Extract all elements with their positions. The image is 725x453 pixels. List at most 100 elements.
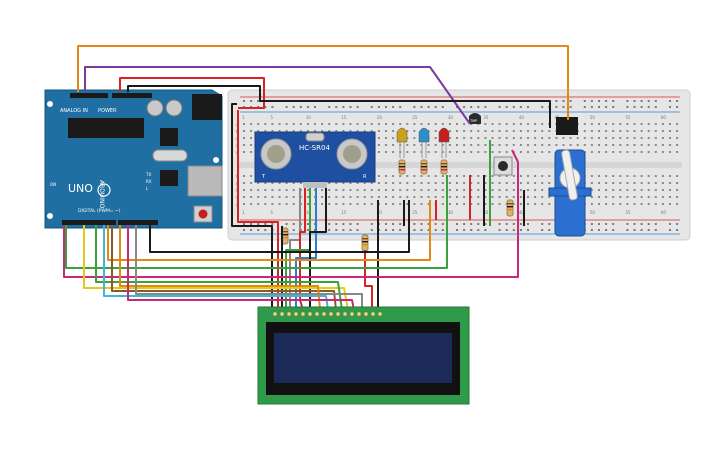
breadboard-hole bbox=[349, 123, 352, 125]
breadboard-hole bbox=[583, 137, 586, 139]
resistor-band bbox=[441, 166, 447, 168]
breadboard-hole bbox=[250, 182, 253, 184]
rail-hole bbox=[569, 100, 572, 102]
rail-hole bbox=[541, 106, 544, 108]
breadboard-hole bbox=[306, 189, 309, 191]
breadboard-hole bbox=[406, 175, 409, 177]
column-number: 60 bbox=[661, 210, 667, 215]
rail-hole bbox=[654, 223, 657, 225]
rail-hole bbox=[370, 106, 373, 108]
breadboard-hole bbox=[264, 189, 267, 191]
resistor-band bbox=[421, 166, 427, 168]
breadboard-hole bbox=[676, 189, 679, 191]
rail-hole bbox=[257, 100, 260, 102]
breadboard-hole bbox=[349, 203, 352, 205]
breadboard-hole bbox=[434, 144, 437, 146]
push-button-cap[interactable] bbox=[498, 161, 508, 171]
rail-hole bbox=[519, 229, 522, 231]
breadboard-hole bbox=[598, 123, 600, 125]
breadboard-hole bbox=[328, 196, 331, 198]
lcd-pin bbox=[356, 311, 362, 317]
arduino-model: UNO bbox=[68, 182, 93, 195]
breadboard-hole bbox=[321, 123, 324, 125]
rail-hole bbox=[420, 106, 423, 108]
breadboard-hole bbox=[512, 196, 515, 198]
breadboard-hole bbox=[498, 151, 501, 153]
breadboard-hole bbox=[434, 151, 437, 153]
breadboard-hole bbox=[484, 203, 487, 205]
wire-magenta bbox=[63, 149, 519, 278]
breadboard-hole bbox=[669, 203, 671, 205]
breadboard-hole bbox=[647, 175, 650, 177]
breadboard-hole bbox=[349, 189, 352, 191]
breadboard-hole bbox=[370, 196, 373, 198]
sensor-mesh-right bbox=[343, 145, 361, 163]
wire-orange bbox=[107, 200, 431, 261]
rail-hole bbox=[654, 100, 657, 102]
breadboard-hole bbox=[370, 130, 373, 132]
rail-hole bbox=[640, 106, 643, 108]
breadboard-hole bbox=[463, 189, 466, 191]
breadboard-hole bbox=[598, 203, 600, 205]
breadboard-hole bbox=[590, 137, 593, 139]
breadboard-hole bbox=[349, 196, 352, 198]
breadboard-hole bbox=[470, 144, 473, 146]
wire-black bbox=[127, 85, 551, 128]
rail-hole bbox=[292, 223, 295, 225]
push-button[interactable] bbox=[493, 156, 513, 176]
breadboard-hole bbox=[292, 182, 295, 184]
breadboard-hole bbox=[456, 203, 458, 205]
breadboard-hole bbox=[605, 196, 608, 198]
breadboard-hole bbox=[250, 130, 253, 132]
breadboard-hole bbox=[534, 196, 537, 198]
led bbox=[438, 127, 450, 143]
breadboard-hole bbox=[434, 189, 437, 191]
breadboard-hole bbox=[477, 151, 480, 153]
rail-hole bbox=[356, 229, 359, 231]
breadboard-hole bbox=[626, 137, 629, 139]
breadboard-hole bbox=[676, 203, 679, 205]
rail-hole bbox=[243, 100, 245, 102]
resistor-band bbox=[282, 231, 288, 233]
breadboard-hole bbox=[562, 137, 565, 139]
rail-hole bbox=[676, 229, 679, 231]
wire-green bbox=[95, 225, 343, 311]
breadboard-hole bbox=[598, 137, 600, 139]
rail-hole bbox=[583, 106, 586, 108]
breadboard-hole bbox=[498, 196, 501, 198]
breadboard-hole bbox=[640, 203, 643, 205]
breadboard-hole bbox=[448, 196, 451, 198]
breadboard-hole bbox=[257, 123, 260, 125]
breadboard-hole bbox=[534, 182, 537, 184]
breadboard-hole bbox=[541, 189, 544, 191]
breadboard-hole bbox=[484, 137, 487, 139]
rail-hole bbox=[456, 229, 458, 231]
digital-header-2 bbox=[118, 220, 158, 225]
digital-header-1 bbox=[62, 220, 116, 225]
breadboard-hole bbox=[456, 137, 458, 139]
breadboard-hole bbox=[257, 196, 260, 198]
breadboard-hole bbox=[243, 151, 245, 153]
breadboard-hole bbox=[470, 196, 473, 198]
rail-hole bbox=[562, 106, 565, 108]
breadboard-hole bbox=[257, 130, 260, 132]
lcd-pin bbox=[286, 311, 292, 317]
breadboard-hole bbox=[392, 144, 395, 146]
breadboard-hole bbox=[647, 144, 650, 146]
rail-hole bbox=[626, 223, 629, 225]
breadboard-hole bbox=[427, 196, 430, 198]
rail-hole bbox=[370, 223, 373, 225]
column-number: 10 bbox=[306, 210, 312, 215]
led bbox=[396, 127, 408, 143]
rail-hole bbox=[498, 106, 501, 108]
breadboard-hole bbox=[505, 151, 508, 153]
breadboard-hole bbox=[243, 144, 245, 146]
breadboard-hole bbox=[541, 182, 544, 184]
rail-hole bbox=[669, 106, 671, 108]
breadboard-hole bbox=[605, 144, 608, 146]
breadboard-hole bbox=[250, 123, 253, 125]
breadboard-hole bbox=[456, 175, 458, 177]
reset-button-cap[interactable] bbox=[198, 209, 208, 219]
breadboard-hole bbox=[285, 130, 288, 132]
breadboard-hole bbox=[470, 182, 473, 184]
